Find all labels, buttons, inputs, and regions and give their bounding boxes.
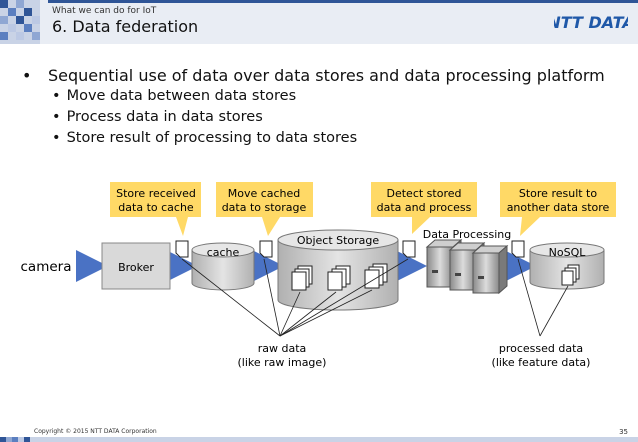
raw-data-label: raw data (like raw image) <box>238 342 327 369</box>
bullet-dot: • <box>52 130 61 146</box>
main-bullet-text: Sequential use of data over data stores … <box>48 66 605 85</box>
processed-data-pointer-lines <box>517 258 569 337</box>
file-stack-icon <box>327 265 351 291</box>
file-stack-icon <box>561 264 580 286</box>
broker-box: Broker <box>101 242 171 290</box>
file-stack-icon <box>364 263 388 289</box>
bullet-dot: • <box>22 66 32 85</box>
svg-text:data to storage: data to storage <box>222 201 307 214</box>
callout-move-cached: Move cached data to storage <box>216 182 313 236</box>
sub-bullet: • Move data between data stores <box>52 88 296 104</box>
header-pattern <box>0 0 40 44</box>
cache-cylinder: cache <box>191 242 255 291</box>
footer-color-bar <box>0 437 638 442</box>
document-icon <box>175 240 189 258</box>
svg-text:Detect stored: Detect stored <box>387 187 462 200</box>
callout-store-received: Store received data to cache <box>110 182 201 236</box>
object-storage-cylinder: Object Storage <box>277 229 399 311</box>
svg-text:(like feature data): (like feature data) <box>492 356 591 369</box>
svg-text:processed data: processed data <box>499 342 583 355</box>
document-icon <box>402 240 416 258</box>
document-icon <box>259 240 273 258</box>
header-top-line <box>48 0 638 3</box>
page-number: 35 <box>619 428 628 436</box>
file-stack-icon <box>291 265 313 291</box>
svg-text:NTT DATA: NTT DATA <box>554 13 628 31</box>
sub-bullet-text: Move data between data stores <box>66 88 297 104</box>
callout-detect-stored: Detect stored data and process <box>371 182 477 234</box>
sub-bullet: • Store result of processing to data stor… <box>52 130 357 146</box>
svg-text:raw data: raw data <box>258 342 307 355</box>
slide-title: 6. Data federation <box>52 17 199 36</box>
svg-text:data and process: data and process <box>377 201 472 214</box>
svg-text:Object Storage: Object Storage <box>297 234 380 247</box>
svg-text:Move cached: Move cached <box>228 187 301 200</box>
sub-bullet-text: Store result of processing to data store… <box>66 130 358 146</box>
svg-text:data to cache: data to cache <box>118 201 194 214</box>
slide-subtitle: What we can do for IoT <box>52 6 157 16</box>
data-federation-diagram: Store received data to cache Move cached… <box>21 182 616 369</box>
ntt-data-logo: NTT DATA <box>554 13 628 31</box>
sub-bullet-text: Process data in data stores <box>66 109 263 125</box>
svg-text:(like raw image): (like raw image) <box>238 356 327 369</box>
raw-data-pointer-lines <box>181 258 409 337</box>
server-icon <box>471 244 509 295</box>
svg-text:Broker: Broker <box>118 261 154 274</box>
svg-text:cache: cache <box>207 246 240 259</box>
slide-footer: Copyright © 2015 NTT DATA Corporation 35 <box>0 425 638 442</box>
svg-text:Store received: Store received <box>116 187 196 200</box>
svg-text:another data store: another data store <box>507 201 610 214</box>
bullet-dot: • <box>52 88 61 104</box>
data-processing-label: Data Processing <box>423 228 512 241</box>
sub-bullet: • Process data in data stores <box>52 109 263 125</box>
nosql-cylinder: NoSQL <box>529 242 605 290</box>
copyright-text: Copyright © 2015 NTT DATA Corporation <box>34 428 157 435</box>
document-icon <box>511 240 525 258</box>
svg-text:Store result to: Store result to <box>519 187 598 200</box>
slide-header: What we can do for IoT 6. Data federatio… <box>0 0 638 44</box>
bullet-dot: • <box>52 109 61 125</box>
svg-text:NoSQL: NoSQL <box>549 246 587 259</box>
camera-label: camera <box>21 259 72 275</box>
processed-data-label: processed data (like feature data) <box>492 342 591 369</box>
callout-store-result: Store result to another data store <box>500 182 616 236</box>
